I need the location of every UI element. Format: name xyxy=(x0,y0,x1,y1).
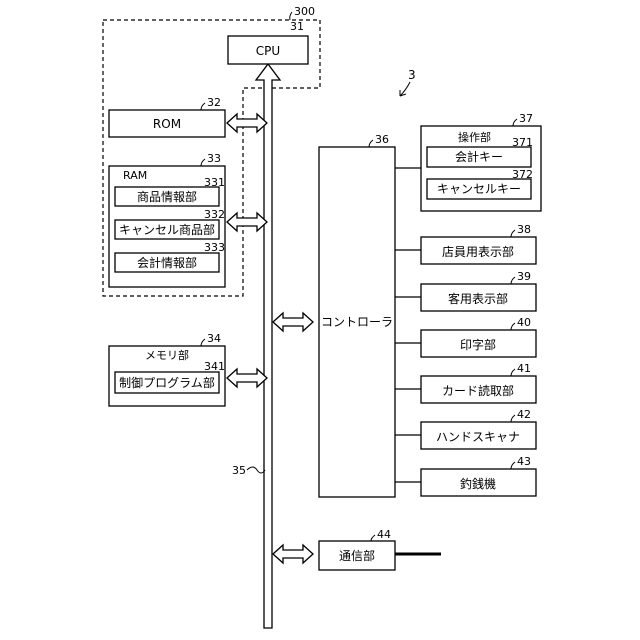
cpu-label: CPU xyxy=(256,44,280,58)
peripheral-41: カード読取部 41 xyxy=(395,362,536,403)
memory-label: メモリ部 xyxy=(145,348,189,362)
memory-item-ref: 341 xyxy=(204,360,225,373)
operation-item-ref: 371 xyxy=(512,136,533,149)
peripheral-ref: 38 xyxy=(517,223,531,236)
rom-bus-arrow xyxy=(227,114,267,132)
operation-item-ref: 372 xyxy=(512,168,533,181)
peripheral-label: 客用表示部 xyxy=(448,291,508,306)
peripheral-ref: 39 xyxy=(517,270,531,283)
ram-item-label: キャンセル商品部 xyxy=(119,222,215,237)
ram-label: RAM xyxy=(123,169,147,182)
peripheral-label: 印字部 xyxy=(460,337,496,352)
bus-ref: 35 xyxy=(232,464,246,477)
memory-ref: 34 xyxy=(207,332,221,345)
peripheral-ref: 42 xyxy=(517,408,531,421)
controller-bus-arrow xyxy=(273,313,313,331)
peripheral-ref: 40 xyxy=(517,316,531,329)
memory-bus-arrow xyxy=(227,369,267,387)
operation-ref: 37 xyxy=(519,112,533,125)
ram-item-label: 会計情報部 xyxy=(137,255,197,270)
peripheral-label: ハンドスキャナ xyxy=(436,430,520,444)
ram-bus-arrow xyxy=(227,213,267,231)
peripheral-42: ハンドスキャナ 42 xyxy=(395,408,536,449)
peripheral-43: 釣銭機 43 xyxy=(395,455,536,496)
peripheral-label: カード読取部 xyxy=(442,383,514,398)
peripheral-label: 釣銭機 xyxy=(460,476,496,491)
peripheral-ref: 43 xyxy=(517,455,531,468)
peripheral-39: 客用表示部 39 xyxy=(395,270,536,311)
figure-ref: 3 xyxy=(408,68,416,82)
bus-ref-leader xyxy=(247,467,265,473)
operation-item-label: 会計キー xyxy=(455,149,503,164)
peripheral-38: 店員用表示部 38 xyxy=(395,223,536,264)
ram-item-label: 商品情報部 xyxy=(137,189,197,204)
memory-item-label: 制御プログラム部 xyxy=(119,375,215,390)
rom-label: ROM xyxy=(153,117,181,131)
ram-item-ref: 332 xyxy=(204,208,225,221)
ram-ref: 33 xyxy=(207,152,221,165)
controller-ref: 36 xyxy=(375,133,389,146)
cpu-group-ref: 300 xyxy=(294,5,315,18)
ram-item-ref: 333 xyxy=(204,241,225,254)
rom-ref: 32 xyxy=(207,96,221,109)
system-bus xyxy=(256,64,280,628)
peripheral-label: 店員用表示部 xyxy=(442,244,514,259)
peripheral-ref: 41 xyxy=(517,362,531,375)
ram-item-ref: 331 xyxy=(204,176,225,189)
operation-item-label: キャンセルキー xyxy=(437,182,521,196)
operation-label: 操作部 xyxy=(458,130,491,144)
comm-bus-arrow xyxy=(273,545,313,563)
comm-ref: 44 xyxy=(377,528,391,541)
peripheral-40: 印字部 40 xyxy=(395,316,536,357)
comm-label: 通信部 xyxy=(339,548,375,563)
cpu-ref: 31 xyxy=(290,20,304,33)
controller-label: コントローラ xyxy=(321,315,393,329)
